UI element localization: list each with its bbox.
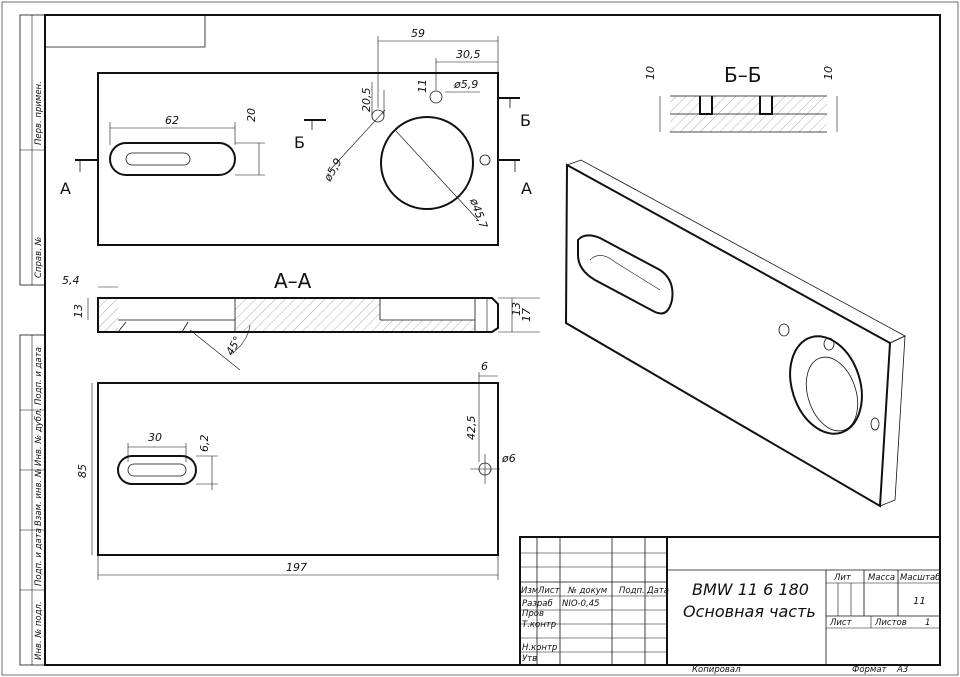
side-label-inv-podl: Инв. № подл. <box>34 601 44 660</box>
dim-17: 17 <box>520 308 533 322</box>
dim-6-hole: ø6 <box>501 452 516 465</box>
section-mark-b-left: Б <box>294 133 305 152</box>
side-label-sprav: Справ. № <box>34 236 44 278</box>
dim-5-9-left: ø5,9 <box>321 156 345 184</box>
dim-10-left: 10 <box>644 66 657 80</box>
dim-30-5: 30,5 <box>456 48 481 61</box>
tb-row-nkontr: Н.контр <box>522 643 557 653</box>
dim-59: 59 <box>411 27 425 40</box>
section-bb-label: Б–Б <box>724 63 761 87</box>
section-mark-b-right: Б <box>520 111 531 130</box>
tb-col-list: Лист <box>537 586 561 596</box>
dim-13-right: 13 <box>510 302 523 316</box>
bottom-view: 6 42,5 ø6 30 6,2 85 197 <box>76 360 516 580</box>
tb-sheets-value: 1 <box>925 618 930 628</box>
tb-scale-label: Масштаб <box>900 573 940 583</box>
side-label-podp-2: Подп. и дата <box>34 528 44 586</box>
tb-sheet-label: Лист <box>829 618 853 628</box>
dim-13: 13 <box>72 304 85 318</box>
section-aa-view: А–А 5,4 13 17 13 45° <box>62 269 540 371</box>
dim-5-9-top: ø5,9 <box>453 78 478 91</box>
tb-row-tkontr: Т.контр <box>522 620 556 630</box>
dim-10-right: 10 <box>822 66 835 80</box>
top-left-stamp <box>45 15 206 48</box>
side-strip: Перв. примен. Справ. № Подп. и дата Инв.… <box>19 14 46 666</box>
dim-6-2: 6,2 <box>198 435 211 453</box>
section-mark-a-left: А <box>60 179 71 198</box>
tb-sheets-label: Листов <box>874 618 907 628</box>
top-view: 62 20 59 30,5 11 ø5,9 20,5 ø5,9 ø45,7 А … <box>60 27 532 246</box>
tb-col-doc: № докум <box>567 586 608 596</box>
section-bb-view: Б–Б 10 10 <box>644 63 838 133</box>
tb-format-label: Формат <box>852 665 888 675</box>
isometric-view <box>564 159 906 508</box>
tb-title-line1: BMW 11 6 180 <box>692 580 809 599</box>
side-label-vzam: Взам. инв. № <box>34 468 44 526</box>
dim-85: 85 <box>76 464 89 478</box>
dim-62: 62 <box>165 114 179 127</box>
tb-lit-label: Лит <box>833 573 852 583</box>
dim-20-5: 20,5 <box>360 88 373 113</box>
dim-197: 197 <box>286 561 307 574</box>
tb-row-prov: Пров <box>522 609 544 619</box>
dim-11: 11 <box>416 79 429 93</box>
tb-col-izm: Изм <box>521 586 539 596</box>
tb-row-utv: Утв <box>522 654 537 664</box>
dim-20: 20 <box>245 108 258 122</box>
tb-title-line2: Основная часть <box>683 602 816 621</box>
side-label-inv-dubl: Инв. № дубл. <box>34 408 44 466</box>
title-block: Изм Лист № докум Подп. Дата Разраб NIO-0… <box>519 536 941 675</box>
side-label-perv: Перв. примен. <box>34 81 44 145</box>
section-aa-label: А–А <box>274 269 312 293</box>
tb-scale-value: 11 <box>913 596 926 607</box>
dim-6: 6 <box>481 360 488 373</box>
side-label-podp-1: Подп. и дата <box>34 347 44 405</box>
tb-format-value: А3 <box>896 665 908 675</box>
tb-col-date: Дата <box>646 586 669 596</box>
dim-42-5: 42,5 <box>465 416 478 441</box>
section-mark-a-right: А <box>521 179 532 198</box>
tb-copied-label: Копировал <box>692 665 741 675</box>
tb-doc-number: NIO-0,45 <box>562 599 600 609</box>
dim-45-deg: 45° <box>223 334 244 357</box>
dim-45-7: ø45,7 <box>467 196 490 231</box>
dim-30: 30 <box>148 431 162 444</box>
dim-5-4: 5,4 <box>62 274 80 287</box>
tb-col-sign: Подп. <box>619 586 645 596</box>
tb-row-razrab: Разраб <box>522 599 553 609</box>
tb-mass-label: Масса <box>868 573 895 583</box>
